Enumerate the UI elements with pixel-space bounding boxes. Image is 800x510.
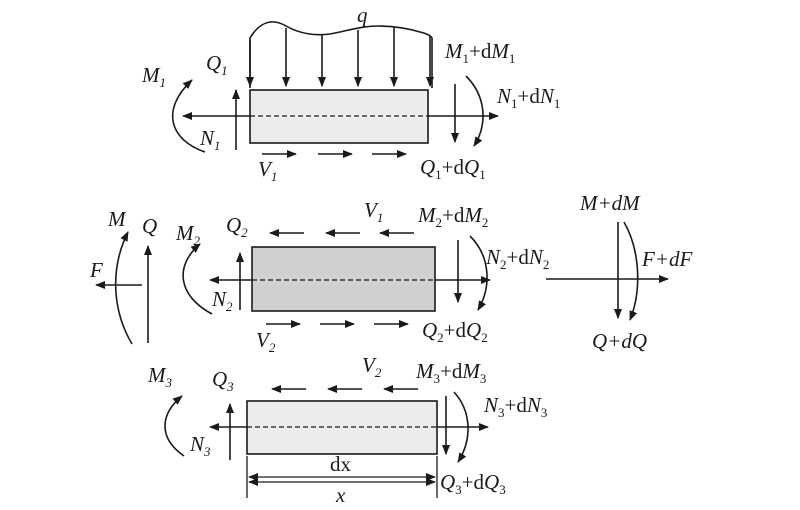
top-q-right-label: Q1+dQ1 — [420, 155, 486, 182]
top-q-left-label: Q1 — [206, 51, 228, 78]
top-m-right-label: M1+dM1 — [444, 39, 515, 66]
left-section-m-label: M — [107, 207, 127, 231]
bottom-beam-element: V2 M3 Q3 N3 M3+dM3 N3+dN3 Q3+dQ3 dx x — [147, 353, 547, 507]
middle-beam-body — [251, 246, 436, 312]
bottom-beam-body — [246, 400, 438, 455]
distributed-load-arrows — [246, 27, 434, 87]
bottom-n-right-label: N3+dN3 — [483, 393, 547, 420]
dx-label: dx — [330, 452, 352, 476]
bottom-q-left-label: Q3 — [212, 367, 234, 394]
right-section-forces: M+dM F+dF Q+dQ — [546, 191, 692, 353]
top-v-label: V1 — [258, 157, 277, 184]
dimension-arrowheads-left — [248, 473, 258, 486]
bottom-v-label: V2 — [362, 353, 382, 380]
left-section-f-label: F — [89, 258, 103, 282]
middle-v-top-label: V1 — [364, 198, 383, 225]
middle-m-left-label: M2 — [175, 221, 201, 248]
bottom-m-right-label: M3+dM3 — [415, 359, 486, 386]
left-section-forces: M Q F — [89, 207, 157, 345]
middle-n-left-label: N2 — [211, 287, 233, 314]
bottom-n-left-label: N3 — [189, 432, 211, 459]
middle-v-bottom-label: V2 — [256, 328, 276, 355]
top-n-right-label: N1+dN1 — [496, 84, 560, 111]
top-m-left-arrow — [172, 79, 206, 153]
middle-m-right-arrow — [469, 235, 488, 311]
top-m-right-arrow — [465, 75, 484, 147]
middle-beam-element: V1 V2 M2 Q2 N2 M2+dM2 N2+dN2 Q2+dQ2 — [175, 198, 549, 355]
right-section-m-label: M+dM — [579, 191, 641, 215]
distributed-load-outline — [249, 21, 433, 88]
middle-m-left-arrow — [182, 243, 213, 315]
top-n-left-label: N1 — [199, 126, 221, 153]
top-beam-element: q M1 Q1 N1 M1+dM1 N1+dN1 Q1+dQ1 V1 — [141, 3, 560, 184]
right-section-m-arrow — [623, 221, 639, 321]
bottom-m-left-arrow — [164, 395, 185, 457]
left-section-q-label: Q — [142, 214, 157, 238]
middle-q-right-label: Q2+dQ2 — [422, 318, 488, 345]
left-section-m-arrow — [114, 231, 133, 345]
right-section-f-label: F+dF — [641, 247, 692, 271]
bottom-q-right-label: Q3+dQ3 — [440, 470, 506, 497]
middle-q-left-label: Q2 — [226, 213, 248, 240]
right-section-q-label: Q+dQ — [592, 329, 647, 353]
dimension-lines — [246, 456, 438, 498]
bottom-m-right-arrow — [453, 391, 469, 463]
middle-n-right-label: N2+dN2 — [485, 245, 549, 272]
x-label: x — [335, 483, 346, 507]
middle-m-right-label: M2+dM2 — [417, 203, 488, 230]
bottom-m-left-label: M3 — [147, 363, 173, 390]
load-q-label: q — [357, 3, 368, 27]
top-m-left-label: M1 — [141, 63, 166, 90]
